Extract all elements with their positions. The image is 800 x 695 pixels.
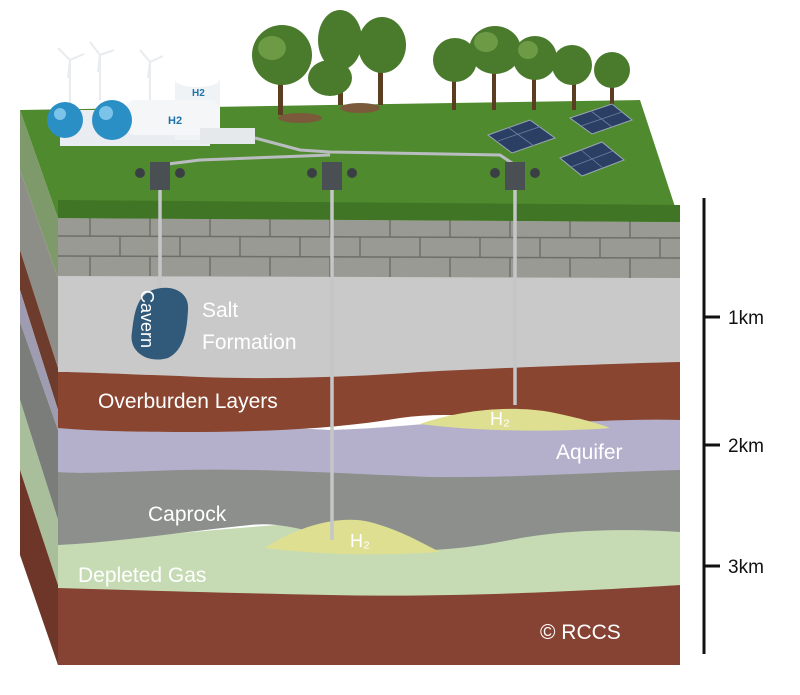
hydrogen-facility: [47, 73, 255, 146]
wellhead-icon: [135, 162, 185, 190]
aquifer-h2-label: H₂: [490, 409, 510, 429]
tank-h2-label: H2: [168, 115, 182, 127]
depth-tick-1km: 1km: [728, 308, 764, 329]
wellhead-icon: [307, 162, 357, 190]
copyright-label: © RCCS: [540, 621, 621, 644]
storage-tank-icon: [47, 102, 83, 138]
depth-tick-2km: 2km: [728, 436, 764, 457]
gas-hydrogen-pocket: [265, 519, 440, 555]
layer-depleted-gas: [58, 521, 680, 596]
overburden-label: Overburden Layers: [98, 390, 278, 413]
layer-caprock: [58, 462, 680, 551]
wind-turbines-icon: [57, 41, 164, 105]
salt-cavern-icon: [131, 287, 189, 360]
depth-tick-3km: 3km: [728, 557, 764, 578]
tower-h2-label: H2: [192, 88, 205, 99]
cavern-label: Cavern: [137, 290, 157, 348]
forest: [252, 10, 630, 123]
caprock-label: Caprock: [148, 503, 227, 526]
block-side-face: [20, 110, 58, 665]
gas-h2-label: H₂: [350, 531, 370, 551]
layer-salt-formation: [58, 272, 680, 379]
storage-tank-icon: [92, 100, 132, 140]
stone-layer: [57, 218, 681, 278]
layer-bottom-rock: [58, 578, 680, 665]
salt-formation-label-line1: Salt: [202, 299, 238, 322]
aquifer-hydrogen-pocket: [420, 408, 610, 431]
solar-panels-icon: [486, 103, 634, 177]
depth-scale-bar: [702, 198, 720, 654]
wellhead-icon: [490, 162, 540, 190]
aquifer-label: Aquifer: [556, 441, 623, 464]
depleted-gas-label: Depleted Gas: [78, 564, 206, 587]
salt-formation-label-line2: Formation: [202, 331, 297, 354]
